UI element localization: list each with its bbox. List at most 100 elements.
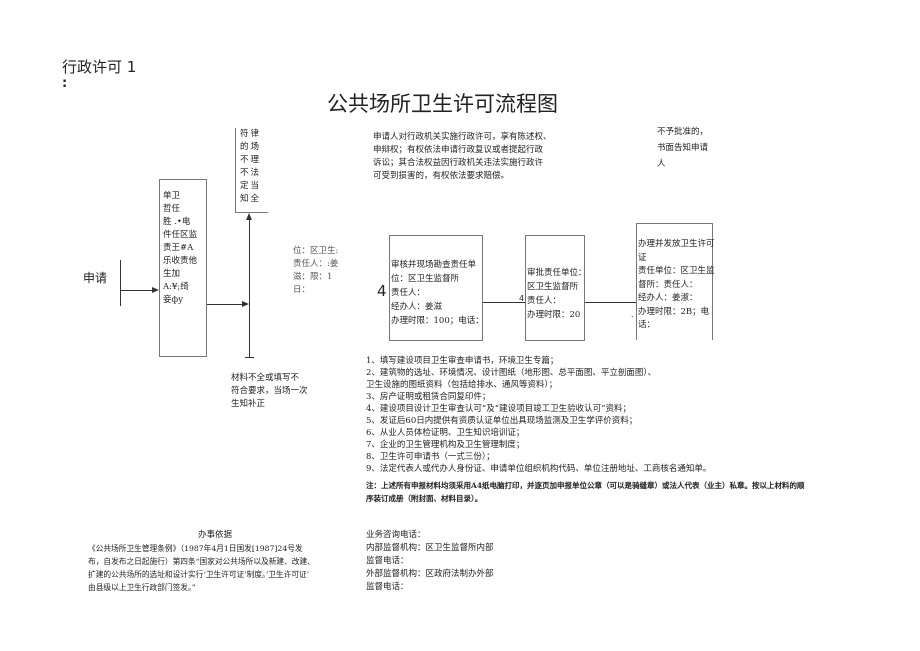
incomplete-note: 材料不全或填写不符合要求，当场一次生知补正 xyxy=(231,372,308,411)
text-line: A:¥;绮 xyxy=(163,282,189,292)
text-line: 办理时限：20 xyxy=(527,310,581,320)
text-line: 不法 xyxy=(240,168,262,178)
text-line: 乐收责他 xyxy=(163,256,198,266)
text-line: 符合要求，当场一次 xyxy=(231,386,308,396)
text-line: 生加 xyxy=(163,269,181,279)
text-line: 办理并发放卫生许可 xyxy=(638,239,715,249)
text-line: 1、填写建设项目卫生审查申请书，环境卫生专篇； xyxy=(366,356,559,366)
text-line: 6、从业人员体检证明、卫生知识培训证； xyxy=(366,428,525,438)
accept-info: 位：区卫生: 责任人：:姜滋：限：1 日： xyxy=(293,245,338,297)
text-line: 责任人： xyxy=(527,296,562,306)
approve-box: 审批责任单位： 区卫生监督所责任人： 办理时限：20 xyxy=(525,235,587,341)
text-line: 审批责任单位： xyxy=(527,268,587,278)
text-line: 申辩权；有权依法申请行政复议或者提起行政 xyxy=(373,145,544,155)
text-line: 妾фу xyxy=(163,295,184,305)
text-line: 7、企业的卫生管理机构及卫生管理制度； xyxy=(366,440,525,450)
text-line: 审核并现场勘查责任单 xyxy=(391,260,477,270)
text-line: 责任单位：区卫生监 xyxy=(638,266,715,276)
text-line: 材料不全或填写不 xyxy=(231,373,300,383)
text-line: 人 xyxy=(657,159,666,169)
accept-box-text: 单卫哲任胜 .•电件任区监责王#A 乐收责他生加 A:¥;绮妾фу xyxy=(163,190,206,307)
issue-box-text: 办理并发放卫生许可证责任单位：区卫生监督所：责任人： 经办人：姜淑： 办理时限：2B… xyxy=(638,238,715,333)
text-line: 经办人：姜淑： xyxy=(638,293,698,303)
contact-info: 业务咨询电话：内部监督机构：区卫生监督所内部监督电话：外部监督机构：区政府法制办… xyxy=(366,529,494,594)
text-line: 话： xyxy=(638,320,656,330)
text-line: 哲任 xyxy=(163,204,181,214)
arrow-right-icon xyxy=(242,301,249,307)
arrow-line xyxy=(207,304,242,305)
text-line: 督所：责任人： xyxy=(638,279,698,290)
text-line: 不予批准的， xyxy=(657,127,709,137)
review-box: 审核并现场勘查责任单位：区卫生监督所责任人： 经办人：姜滋办理时限：100；电话： xyxy=(389,235,484,341)
issue-mark: . xyxy=(631,310,634,319)
text-line: 区卫生监督所 xyxy=(527,282,579,292)
text-line: 内部监督机构：区卫生监督所内部 xyxy=(366,543,494,553)
text-line: 可受到损害的，有权依法要求赔偿。 xyxy=(373,171,510,181)
text-line: 外部监督机构：区政府法制办外部 xyxy=(366,569,494,579)
apply-label: 申请 xyxy=(83,271,108,285)
connector-line xyxy=(483,302,525,303)
text-line: 定当 xyxy=(240,181,262,191)
text-line: 由县级以上卫生行政部门签发。” xyxy=(88,583,196,592)
text-line: 扩建的公共场所的选址和设计实行‘卫生许可证’制度。’卫生许可证’ xyxy=(88,570,310,579)
arrow-right-icon xyxy=(152,287,159,293)
text-line: 日： xyxy=(293,285,311,295)
basis-title: 办事依据 xyxy=(198,530,233,540)
header-colon: : xyxy=(62,76,68,91)
text-line: 经办人：姜滋 xyxy=(391,302,443,312)
branch-line xyxy=(249,220,250,357)
text-line: 诉讼；其合法权益因行政机关违法实施行政许 xyxy=(373,158,544,168)
text-line: 3、房产证明或租赁合同复印件； xyxy=(366,392,491,402)
text-line: 卫生设施的图纸资料（包括给排水、通风等资料）； xyxy=(366,380,558,390)
branch-end xyxy=(245,357,254,358)
text-line: 办理时限：100；电话： xyxy=(391,316,484,326)
text-line: 位：区卫生监督所 xyxy=(391,274,460,284)
review-mark: 4 xyxy=(377,282,387,300)
text-line: 生知补正 xyxy=(231,399,266,409)
text-line: 监督电话： xyxy=(366,582,409,592)
text-line: 滋：限：1 xyxy=(293,272,333,282)
text-line: 9、法定代表人或代办人身份证、申请单位组织机构代码、单位注册地址、工商核名通知单… xyxy=(366,464,712,474)
materials-list: 1、填写建设项目卫生审查申请书，环境卫生专篇； 2、建筑物的选址、环境情况、设计图… xyxy=(366,355,711,475)
text-line: 5、发证后60日内提供有资质认证单位出具现场监测及卫生学评价资料； xyxy=(366,416,638,426)
page-title: 公共场所卫生许可流程图 xyxy=(327,92,558,116)
text-line: 2、建筑物的选址、环境情况、设计图纸（地形图、总平面图、平立剖面图）、 xyxy=(366,368,657,378)
text-line: 注：上述所有申报材料均须采用A4纸电脑打印，并逐页加申报单位公章（可以是骑缝章）… xyxy=(366,481,805,490)
arrow-line xyxy=(120,290,152,291)
text-line: 责王#A xyxy=(163,243,194,253)
text-line: 《公共场所卫生管理条例》（1987年4月1日国发[1987]24号发 xyxy=(88,544,303,553)
text-line: 胜 .•电 xyxy=(163,217,191,227)
reject-box: 符律的场不理不法定当知全 xyxy=(235,128,268,213)
materials-note: 注：上述所有申报材料均须采用A4纸电脑打印，并逐页加申报单位公章（可以是骑缝章）… xyxy=(366,479,805,505)
text-line: 申请人对行政机关实施行政许可，享有陈述权、 xyxy=(373,132,552,142)
basis-text: 《公共场所卫生管理条例》（1987年4月1日国发[1987]24号发布，自发布之… xyxy=(88,542,315,594)
text-line: 符律 xyxy=(240,129,262,139)
text-line: 布，自发布之日起施行）第四条“国家对公共场所以及新建、改建、 xyxy=(88,557,315,566)
reject-box-text: 符律的场不理不法定当知全 xyxy=(240,128,268,206)
approve-mark: 4 xyxy=(519,294,525,303)
text-line: 件任区监 xyxy=(163,230,198,240)
text-line: 证 xyxy=(638,252,647,263)
text-line: 知全 xyxy=(240,194,262,204)
arrow-up-icon xyxy=(246,213,252,220)
text-line: 监督电话： xyxy=(366,556,409,566)
text-line: 单卫 xyxy=(163,191,181,201)
text-line: 不理 xyxy=(240,155,262,165)
rights-note: 申请人对行政机关实施行政许可，享有陈述权、申辩权；有权依法申请行政复议或者提起行… xyxy=(373,131,552,183)
text-line: 位：区卫生: xyxy=(293,246,339,256)
text-line: 责任人： xyxy=(391,288,426,298)
not-approved-note: 不予批准的， 书面告知申请人 xyxy=(657,124,708,172)
text-line: 责任人：:姜 xyxy=(293,259,339,269)
review-box-text: 审核并现场勘查责任单位：区卫生监督所责任人： 经办人：姜滋办理时限：100；电话： xyxy=(391,258,484,328)
text-line: 书面告知申请 xyxy=(657,143,709,153)
header-label: 行政许可 1 xyxy=(62,58,137,76)
apply-bar xyxy=(120,260,121,306)
issue-box: 办理并发放卫生许可证责任单位：区卫生监督所：责任人： 经办人：姜淑： 办理时限：2B… xyxy=(636,223,715,340)
connector-line xyxy=(585,302,636,303)
text-line: 办理时限：2B；电 xyxy=(638,306,710,317)
text-line: 序装订成册（附封面、材料目录）。 xyxy=(366,494,483,503)
approve-box-text: 审批责任单位： 区卫生监督所责任人： 办理时限：20 xyxy=(527,266,587,322)
text-line: 4、建设项目设计卫生审查认可”及“建设项目竣工卫生验收认可”资料； xyxy=(366,404,631,414)
text-line: 8、卫生许可申请书（一式三份）； xyxy=(366,452,495,462)
